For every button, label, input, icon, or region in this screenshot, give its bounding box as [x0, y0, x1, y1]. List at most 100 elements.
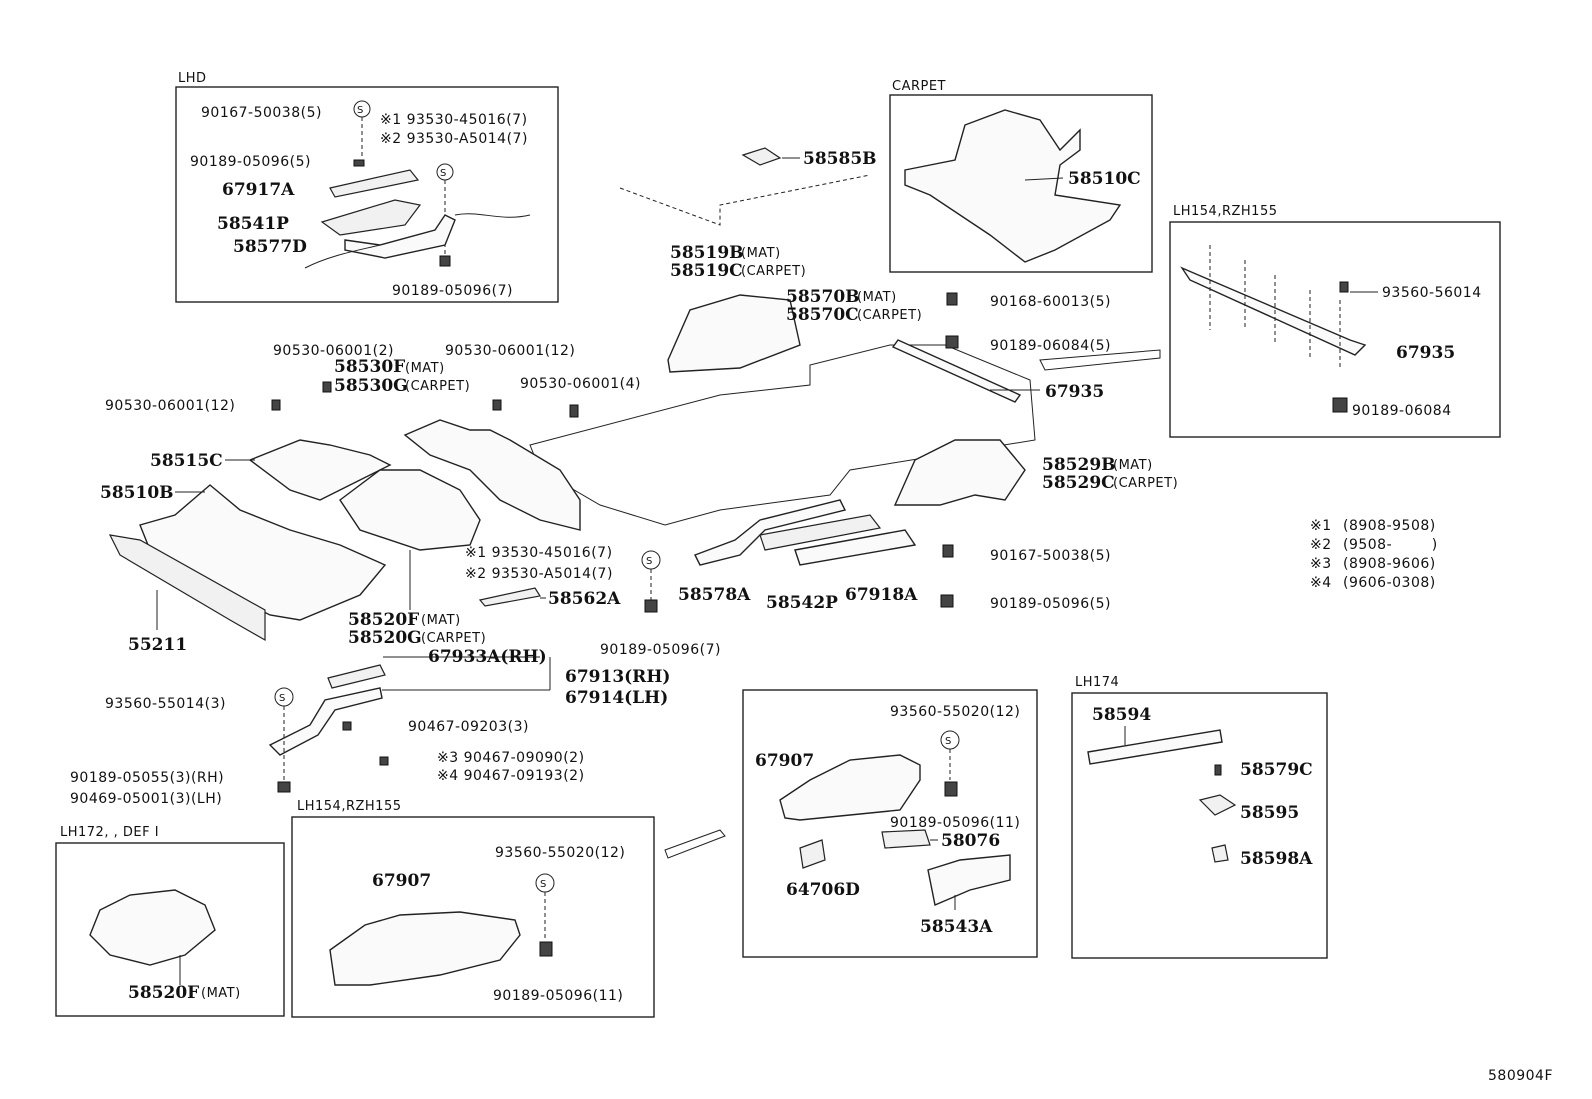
right-label-58543a: 58543A — [920, 917, 993, 937]
label-58585b: 58585B — [803, 149, 877, 169]
lh174-label-58594: 58594 — [1092, 705, 1151, 725]
label-67914: 67914(LH) — [565, 688, 668, 708]
lh172-label-58520f-suffix: (MAT) — [201, 986, 241, 1001]
rear-floor-outline — [529, 344, 1036, 526]
label-58529c: 58529C — [1042, 473, 1115, 493]
label-58530f: 58530F — [334, 357, 405, 377]
label-90530-b: 90530-06001(12) — [445, 343, 575, 359]
nut-icon — [644, 599, 658, 613]
legend-range-2: (9508- ) — [1343, 537, 1438, 553]
label-90167: 90167-50038(5) — [990, 548, 1111, 564]
right-detail-frame — [742, 689, 1038, 958]
bolt-icon — [271, 381, 579, 418]
svg-text:S: S — [945, 736, 951, 747]
bolt-icon — [946, 292, 958, 306]
clip-icon — [342, 721, 352, 731]
part-58585b — [741, 147, 782, 166]
nut-icon — [944, 781, 958, 797]
part-55211 — [108, 534, 266, 642]
part-67933a — [327, 664, 386, 689]
label-58578a: 58578A — [678, 585, 751, 605]
part-67918a — [794, 529, 917, 566]
nut-icon — [1332, 397, 1348, 413]
clip-icon — [353, 159, 365, 167]
legend-mark-1: ※1 — [1310, 518, 1332, 534]
carpet-caption: CARPET — [892, 79, 946, 94]
lhd-label-90167: 90167-50038(5) — [201, 105, 322, 121]
label-58530g-suffix: (CARPET) — [405, 379, 470, 394]
label-90530-c: 90530-06001(4) — [520, 376, 641, 392]
label-58520f-suffix: (MAT) — [421, 613, 461, 628]
legend-mark-3: ※3 — [1310, 556, 1332, 572]
label-58520g: 58520G — [348, 628, 422, 648]
label-58519b-suffix: (MAT) — [741, 246, 781, 261]
legend: ※1 (8908-9508) ※2 (9508- ) ※3 (8908-9606… — [1310, 518, 1438, 591]
label-58570c: 58570C — [786, 305, 859, 325]
lh154-top-box: LH154,RZH155 93560-56014 67935 90189-060… — [1169, 204, 1501, 438]
label-90189-05055: 90189-05055(3)(RH) — [70, 770, 224, 786]
svg-text:S: S — [440, 168, 446, 179]
part-64706d — [799, 839, 826, 869]
clip-icon — [277, 781, 291, 793]
lhd-label-90189-5: 90189-05096(5) — [190, 154, 311, 170]
lh154-top-label-67935: 67935 — [1396, 343, 1455, 363]
clip-icon — [439, 255, 451, 267]
lhd-label-58541p: 58541P — [217, 214, 289, 234]
part-58529b — [893, 439, 1026, 506]
part-58578a — [694, 499, 847, 566]
lh172-caption: LH172, , DEF I — [60, 825, 159, 840]
nut-icon — [945, 335, 959, 349]
label-90467-09090: ※3 90467-09090(2) — [437, 750, 585, 766]
legend-mark-4: ※4 — [1310, 575, 1332, 591]
label-58542p: 58542P — [766, 593, 838, 613]
lh154-bottom-label-67907: 67907 — [372, 871, 431, 891]
label-58570c-suffix: (CARPET) — [857, 308, 922, 323]
lh154-bottom-label-93560: 93560-55020(12) — [495, 845, 625, 861]
legend-range-3: (8908-9606) — [1343, 556, 1436, 572]
label-58520g-suffix: (CARPET) — [421, 631, 486, 646]
lh174-frame — [1071, 692, 1328, 959]
part-67935-box — [1180, 266, 1367, 356]
label-90189-06084: 90189-06084(5) — [990, 338, 1111, 354]
label-90189-05096-7: 90189-05096(7) — [600, 642, 721, 658]
part-58598a — [1211, 844, 1229, 863]
lh154-bottom-label-90189: 90189-05096(11) — [493, 988, 623, 1004]
label-58520f: 58520F — [348, 610, 419, 630]
part-58520f — [339, 469, 481, 551]
label-90530-d: 90530-06001(12) — [105, 398, 235, 414]
label-90467-09193: ※4 90467-09193(2) — [437, 768, 585, 784]
lhd-box: LHD 90167-50038(5) S ※1 93530-45016(7) ※… — [175, 71, 559, 303]
label-55211: 55211 — [128, 635, 187, 655]
nut-icon — [539, 941, 553, 957]
right-label-64706d: 64706D — [786, 880, 860, 900]
lhd-label-93530-1: ※1 93530-45016(7) — [380, 112, 528, 128]
bolt-icon — [942, 544, 954, 558]
svg-text:S: S — [646, 556, 652, 567]
lhd-label-67917a: 67917A — [222, 180, 295, 200]
label-58570b: 58570B — [786, 287, 860, 307]
part-58541p — [320, 199, 422, 236]
right-label-90189: 90189-05096(11) — [890, 815, 1020, 831]
label-58529b: 58529B — [1042, 455, 1116, 475]
label-90168: 90168-60013(5) — [990, 294, 1111, 310]
label-58529b-suffix: (MAT) — [1113, 458, 1153, 473]
part-67907-right — [779, 754, 921, 821]
part-58076 — [881, 829, 931, 849]
lhd-frame — [175, 86, 559, 303]
lhd-label-58577d: 58577D — [233, 237, 307, 257]
part-58543a — [927, 854, 1011, 906]
lh154-top-frame — [1169, 221, 1501, 438]
lh172-label-58520f: 58520F — [128, 983, 199, 1003]
label-58570b-suffix: (MAT) — [857, 290, 897, 305]
label-58519c: 58519C — [670, 261, 743, 281]
clip-icon — [379, 756, 389, 766]
legend-range-1: (8908-9508) — [1343, 518, 1436, 534]
right-detail-box: 93560-55020(12) S 67907 90189-05096(11) … — [742, 689, 1038, 958]
label-90469-05001: 90469-05001(3)(LH) — [70, 791, 222, 807]
part-58515c — [248, 439, 392, 501]
svg-text:S: S — [540, 879, 546, 890]
clip-icon — [1214, 764, 1222, 776]
lhd-caption: LHD — [178, 71, 207, 86]
label-58530f-suffix: (MAT) — [405, 361, 445, 376]
part-58594 — [1087, 729, 1223, 765]
